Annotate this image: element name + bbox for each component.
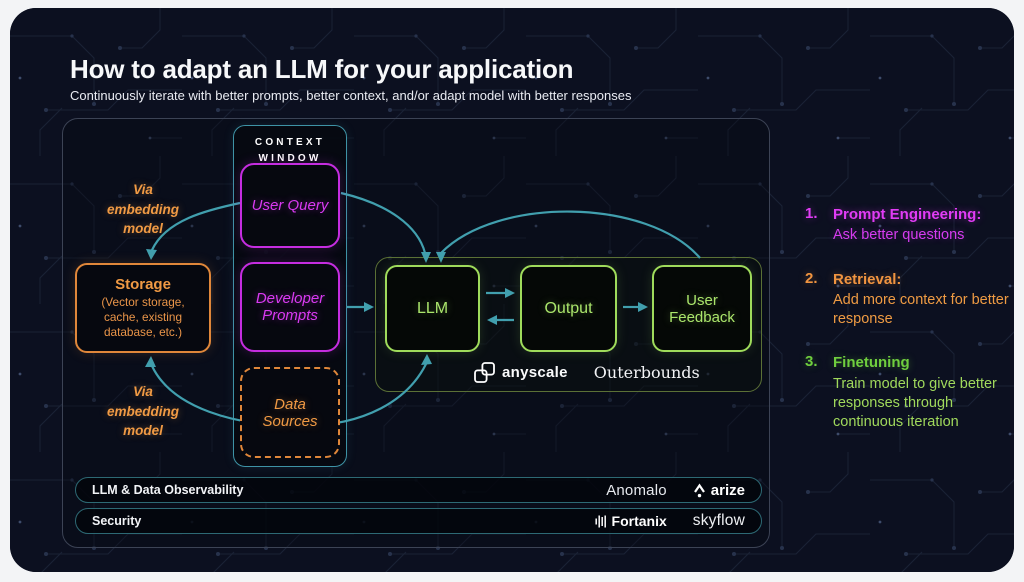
step-finetuning: 3. Finetuning Train model to give better…	[805, 353, 1013, 432]
skyflow-logo: skyflow	[692, 512, 745, 529]
output-node: Output	[520, 265, 617, 352]
security-label: Security	[92, 514, 142, 528]
step-number: 1.	[805, 205, 818, 222]
step-number: 2.	[805, 269, 818, 287]
step-text: Add more context for better response	[833, 291, 1009, 328]
storage-node: Storage (Vector storage, cache, existing…	[75, 263, 211, 353]
partner-logos: anyscale Outerbounds	[474, 362, 700, 383]
step-prompt-engineering: 1. Prompt Engineering: Ask better questi…	[805, 205, 1013, 246]
anyscale-logo: anyscale	[474, 362, 568, 383]
storage-title: Storage	[115, 275, 171, 293]
anomalo-logo: Anomalo	[606, 481, 667, 499]
step-retrieval: 2. Retrieval: Add more context for bette…	[805, 270, 1013, 330]
slide-card: How to adapt an LLM for your application…	[10, 8, 1014, 572]
outerbounds-label: Outerbounds	[593, 363, 700, 382]
security-vendors: Fortanix skyflow	[594, 512, 745, 530]
steps-list: 1. Prompt Engineering: Ask better questi…	[805, 205, 1013, 433]
step-text: Train model to give better responses thr…	[833, 375, 997, 431]
arize-label: arize	[710, 481, 745, 499]
arize-caret-icon	[693, 482, 705, 497]
fortanix-bars-icon	[594, 515, 606, 527]
outerbounds-logo: Outerbounds	[594, 363, 700, 382]
user-feedback-node: User Feedback	[652, 265, 752, 352]
via-embedding-label-bottom: Via embedding model	[106, 384, 179, 439]
step-title: Prompt Engineering:	[833, 206, 982, 223]
user-query-label: User Query	[251, 197, 329, 214]
step-title: Finetuning	[833, 354, 910, 372]
step-text: Ask better questions	[833, 227, 965, 244]
observability-vendors: Anomalo arize	[606, 482, 745, 499]
step-number: 3.	[805, 353, 818, 371]
anyscale-icon	[474, 362, 495, 383]
arize-logo: arize	[693, 482, 745, 499]
output-label: Output	[544, 299, 593, 317]
page-title: How to adapt an LLM for your application	[70, 54, 574, 84]
page-subtitle: Continuously iterate with better prompts…	[70, 88, 632, 103]
step-title: Retrieval:	[833, 270, 902, 288]
data-sources-label: Data Sources	[262, 395, 318, 430]
llm-label: LLM	[416, 299, 449, 317]
storage-subtitle: (Vector storage, cache, existing databas…	[101, 294, 185, 340]
data-sources-node: Data Sources	[240, 367, 340, 458]
developer-prompts-label: Developer Prompts	[255, 290, 325, 324]
fortanix-label: Fortanix	[611, 513, 667, 529]
user-feedback-label: User Feedback	[669, 291, 735, 326]
security-bar: Security Fortanix skyflow	[75, 508, 762, 534]
anyscale-label: anyscale	[502, 364, 568, 381]
user-query-node: User Query	[240, 163, 340, 248]
fortanix-logo: Fortanix	[594, 513, 667, 529]
context-window-title: CONTEXT WINDOW	[254, 137, 326, 164]
developer-prompts-node: Developer Prompts	[240, 262, 340, 352]
observability-bar: LLM & Data Observability Anomalo arize	[75, 477, 762, 503]
llm-node: LLM	[385, 265, 480, 352]
observability-label: LLM & Data Observability	[92, 483, 244, 497]
via-embedding-label-top: Via embedding model	[106, 182, 179, 237]
